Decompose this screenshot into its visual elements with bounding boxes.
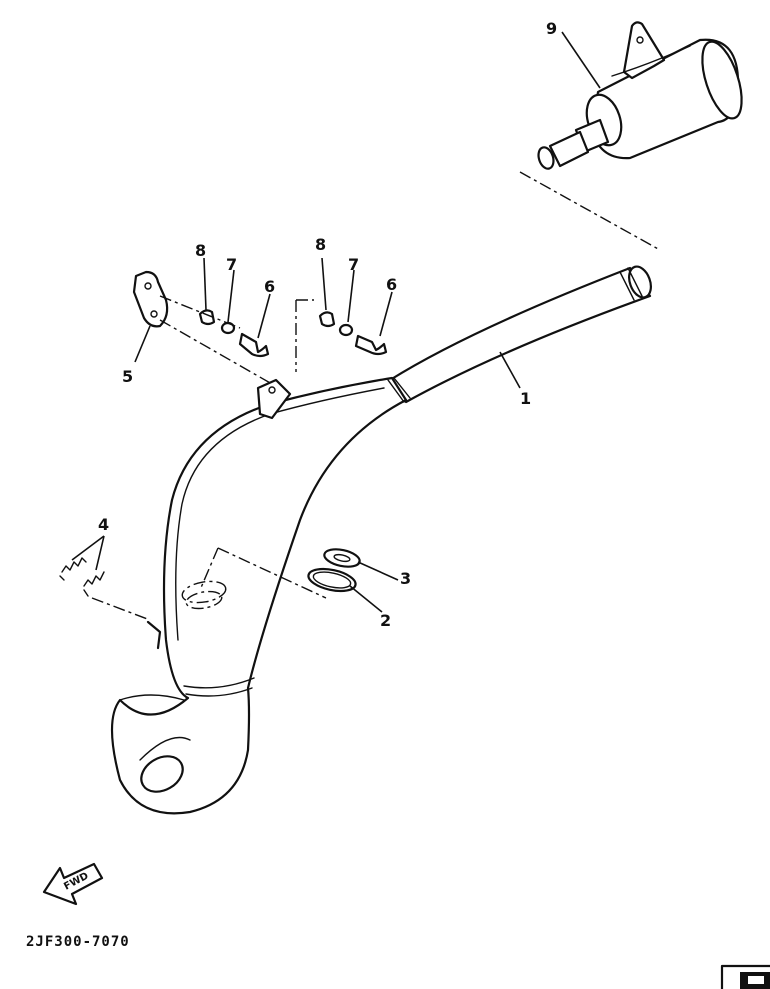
fastener-set-left bbox=[198, 309, 270, 358]
callout-labels: 9 1 5 8 7 6 8 7 6 3 2 4 bbox=[98, 19, 557, 630]
callout-8-left: 8 bbox=[195, 241, 206, 260]
gasket bbox=[323, 548, 361, 568]
exhaust-pipe bbox=[110, 265, 652, 815]
callout-3: 3 bbox=[400, 569, 411, 588]
silencer bbox=[537, 21, 743, 170]
callout-6-right: 6 bbox=[386, 275, 397, 294]
springs bbox=[59, 557, 105, 597]
bracket bbox=[132, 270, 169, 328]
callout-9: 9 bbox=[546, 19, 557, 38]
diagram-code: 2JF300-7070 bbox=[26, 934, 130, 950]
callout-1: 1 bbox=[520, 389, 531, 408]
leader-lines bbox=[71, 31, 601, 613]
page-marker-icon bbox=[720, 964, 770, 989]
callout-8-right: 8 bbox=[315, 235, 326, 254]
callout-4: 4 bbox=[98, 515, 109, 534]
fwd-arrow-icon: FWD bbox=[42, 862, 104, 906]
callout-6-left: 6 bbox=[264, 277, 275, 296]
callout-2: 2 bbox=[380, 611, 391, 630]
callout-7-right: 7 bbox=[348, 255, 359, 274]
callout-7-left: 7 bbox=[226, 255, 237, 274]
assembly-lines bbox=[91, 171, 661, 621]
callout-5: 5 bbox=[122, 367, 133, 386]
fastener-set-right bbox=[318, 311, 388, 356]
o-ring bbox=[307, 567, 357, 593]
